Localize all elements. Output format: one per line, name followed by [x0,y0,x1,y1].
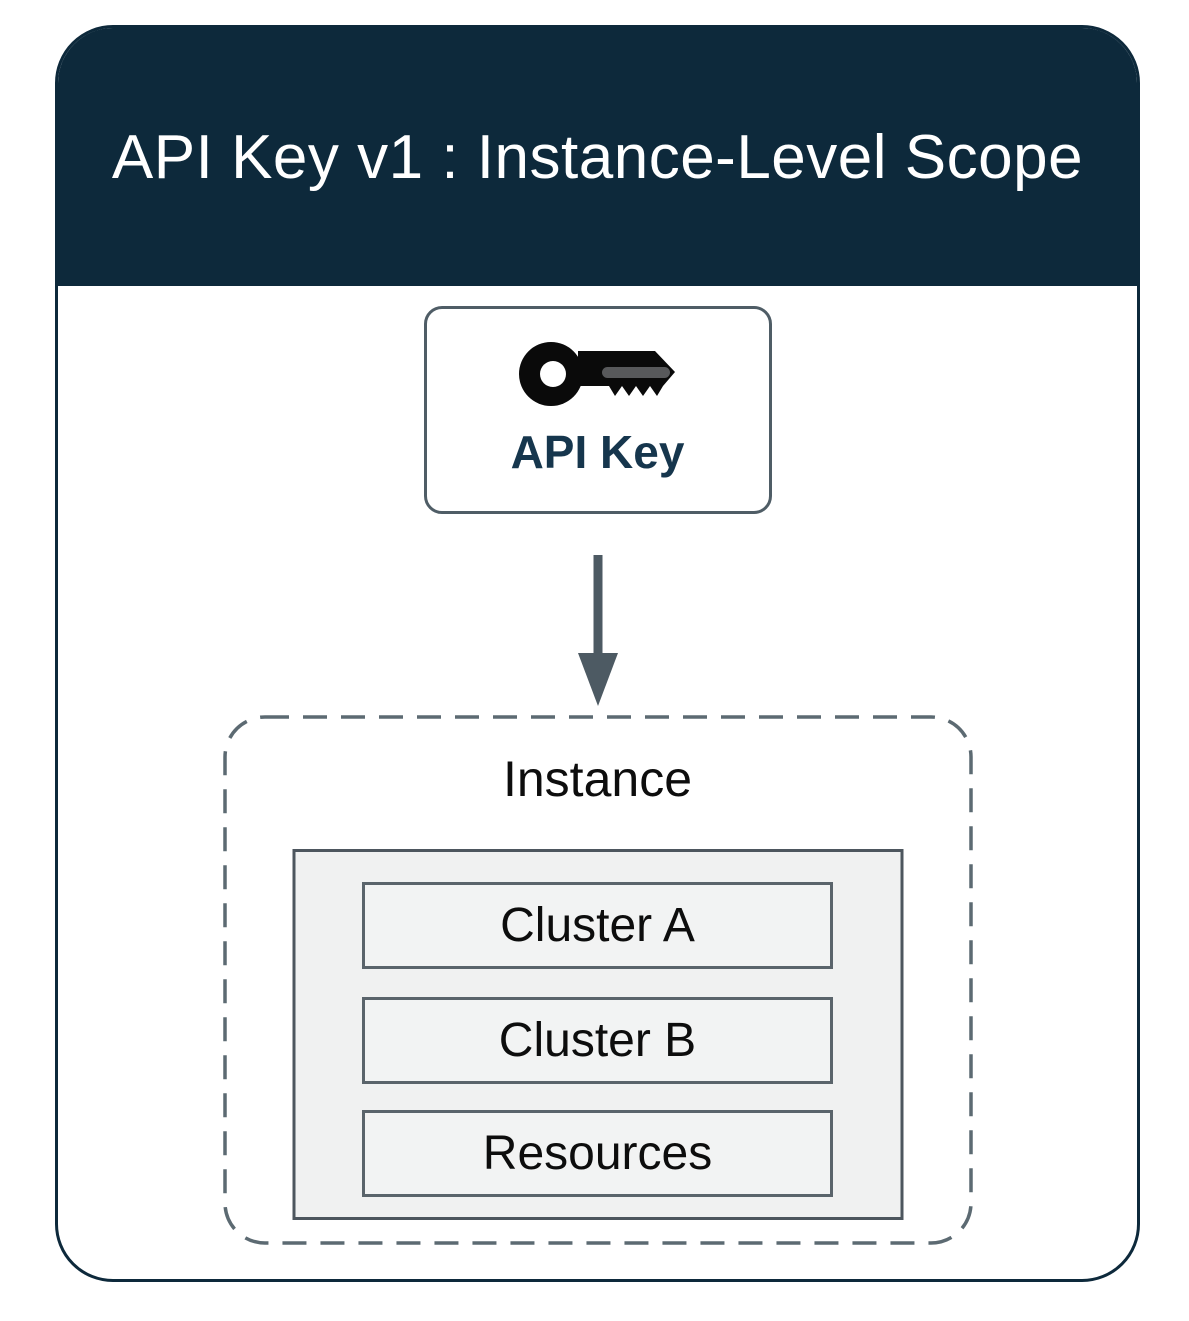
card-title: API Key v1 : Instance-Level Scope [111,122,1084,192]
instance-container: Instance Cluster A Cluster B Resources [222,715,973,1245]
node-cluster-a: Cluster A [362,882,833,969]
node-cluster-b: Cluster B [362,997,833,1084]
instance-inner-panel: Cluster A Cluster B Resources [292,849,903,1220]
api-key-label: API Key [510,426,685,478]
api-key-node: API Key [423,306,772,514]
node-resources: Resources [362,1110,833,1197]
card-header: API Key v1 : Instance-Level Scope [58,28,1137,286]
arrow-down-icon [577,555,618,706]
key-icon [518,342,675,406]
dashed-border [222,715,973,1245]
scope-card: API Key v1 : Instance-Level Scope API Ke… [55,25,1140,1282]
instance-label: Instance [502,751,692,807]
